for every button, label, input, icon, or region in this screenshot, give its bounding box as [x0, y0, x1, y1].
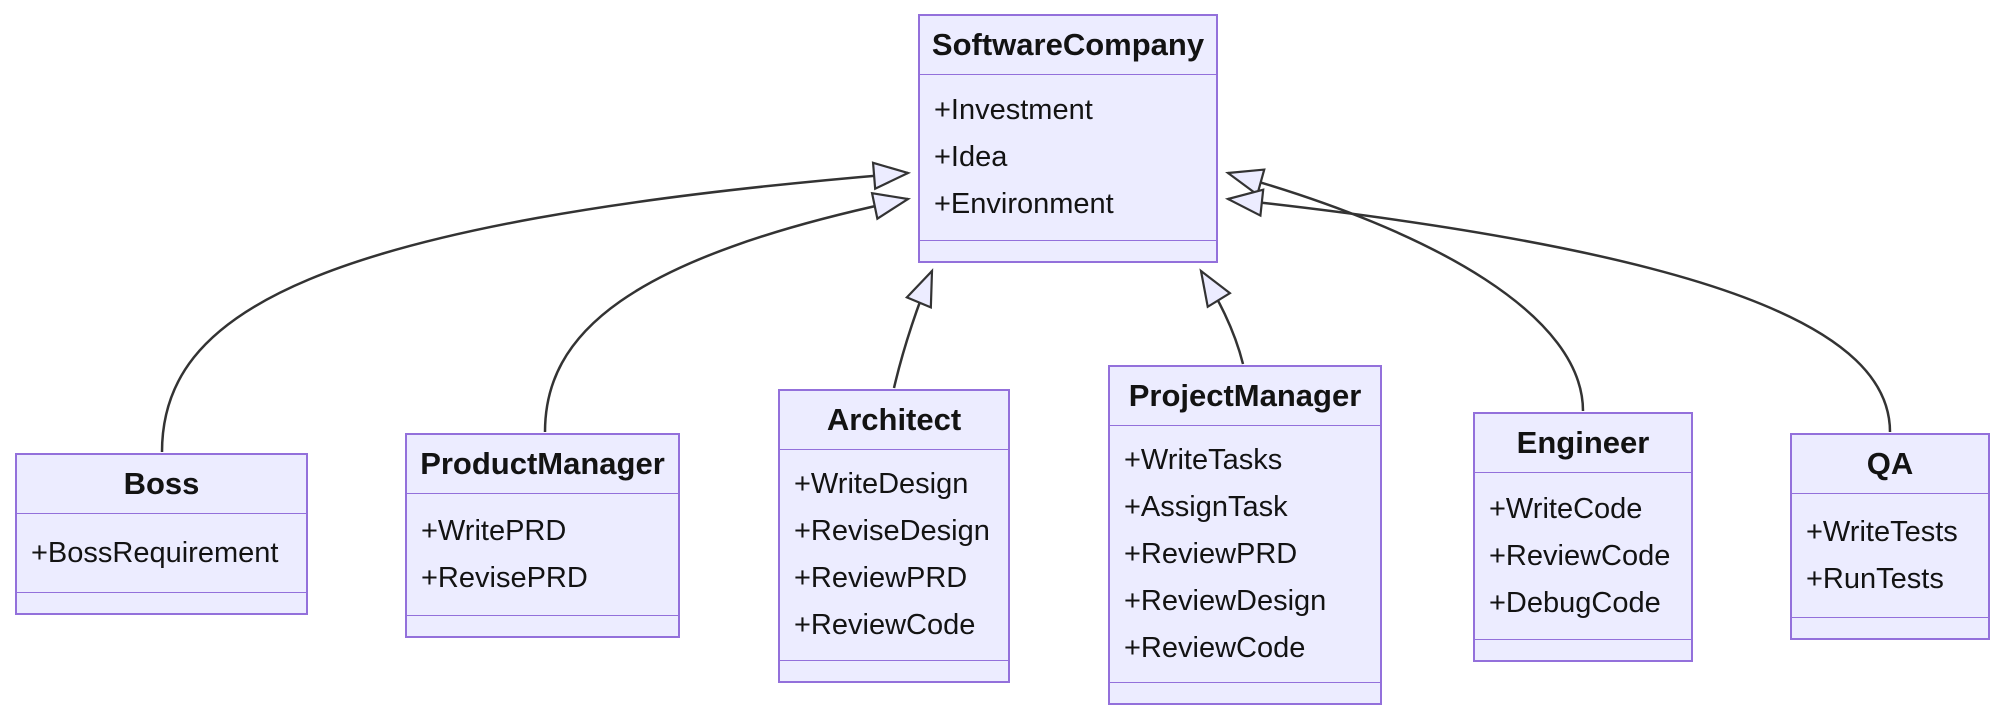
class-engineer: Engineer +WriteCode +ReviewCode +DebugCo… [1473, 412, 1693, 662]
class-productmanager-title: ProductManager [407, 435, 678, 494]
class-qa: QA +WriteTests +RunTests [1790, 433, 1990, 640]
attribute: +Investment [934, 94, 1093, 126]
class-qa-attributes: +WriteTests +RunTests [1792, 494, 1988, 617]
attribute: +WriteTests [1806, 515, 1958, 548]
attribute: +ReviewPRD [1124, 537, 1298, 570]
edge-projectmanager-to-softwarecompany [1199, 268, 1245, 365]
class-softwarecompany-title: SoftwareCompany [920, 16, 1216, 75]
class-boss: Boss +BossRequirement [15, 453, 308, 615]
class-softwarecompany: SoftwareCompany +Investment +Idea +Envir… [918, 14, 1218, 263]
attribute: +ReviewCode [794, 609, 976, 641]
attribute: +ReviewPRD [794, 562, 968, 594]
attribute: +ReviewCode [1489, 539, 1671, 572]
class-architect-methods-empty [780, 660, 1008, 681]
class-softwarecompany-methods-empty [920, 240, 1216, 261]
class-boss-attributes: +BossRequirement [17, 514, 306, 592]
class-productmanager-attributes: +WritePRD +RevisePRD [407, 494, 678, 615]
class-projectmanager-methods-empty [1110, 682, 1380, 703]
attribute: +WriteTasks [1124, 443, 1283, 476]
class-qa-methods-empty [1792, 617, 1988, 638]
edge-productmanager-to-softwarecompany [543, 191, 912, 433]
class-engineer-title: Engineer [1475, 414, 1691, 473]
attribute: +BossRequirement [31, 536, 279, 569]
class-architect-title: Architect [780, 391, 1008, 450]
class-projectmanager: ProjectManager +WriteTasks +AssignTask +… [1108, 365, 1382, 705]
attribute: +ReviewDesign [1124, 584, 1327, 617]
attribute: +WriteCode [1489, 492, 1643, 525]
attribute: +RunTests [1806, 562, 1944, 595]
class-projectmanager-attributes: +WriteTasks +AssignTask +ReviewPRD +Revi… [1110, 426, 1380, 682]
class-softwarecompany-attributes: +Investment +Idea +Environment [920, 75, 1216, 240]
attribute: +Idea [934, 141, 1008, 173]
attribute: +WriteDesign [794, 468, 969, 500]
attribute: +WritePRD [421, 514, 567, 547]
edge-qa-to-softwarecompany [1224, 188, 1892, 433]
class-engineer-attributes: +WriteCode +ReviewCode +DebugCode [1475, 473, 1691, 639]
class-qa-title: QA [1792, 435, 1988, 494]
class-architect: Architect +WriteDesign +ReviseDesign +Re… [778, 389, 1010, 683]
edge-engineer-to-softwarecompany [1225, 168, 1585, 412]
class-projectmanager-title: ProjectManager [1110, 367, 1380, 426]
class-engineer-methods-empty [1475, 639, 1691, 660]
attribute: +AssignTask [1124, 490, 1288, 523]
attribute: +ReviseDesign [794, 515, 990, 547]
edge-boss-to-softwarecompany [160, 161, 912, 453]
class-architect-attributes: +WriteDesign +ReviseDesign +ReviewPRD +R… [780, 450, 1008, 660]
class-productmanager: ProductManager +WritePRD +RevisePRD [405, 433, 680, 638]
class-productmanager-methods-empty [407, 615, 678, 636]
attribute: +DebugCode [1489, 586, 1661, 619]
attribute: +RevisePRD [421, 561, 588, 594]
class-boss-title: Boss [17, 455, 306, 514]
edge-architect-to-softwarecompany [892, 268, 934, 389]
class-boss-methods-empty [17, 592, 306, 613]
attribute: +Environment [934, 188, 1114, 220]
attribute: +ReviewCode [1124, 631, 1306, 664]
